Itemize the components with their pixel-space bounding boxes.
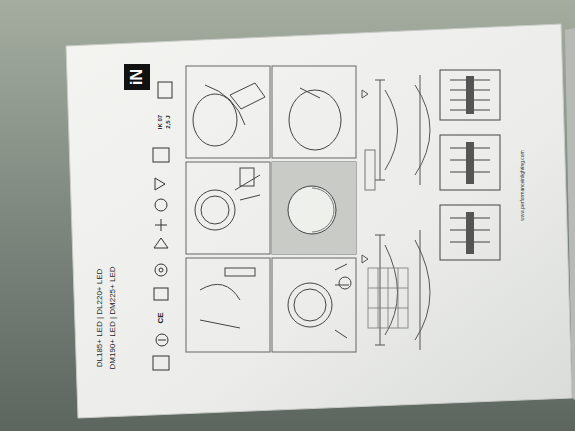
model-title: DL185+ LED | DL220+ LED (96, 269, 104, 368)
cross-sections (362, 75, 430, 350)
website-url: www.performanceinlighting.com (520, 150, 525, 221)
ceiling-panel-fill (272, 162, 356, 254)
impact-rating: IK 07 (157, 115, 163, 129)
spec-table (368, 268, 408, 328)
paper-sheet (66, 24, 572, 418)
ce-mark: CE (157, 312, 165, 323)
symbol-icons (153, 82, 172, 370)
model-title: DM190+ LED | DM225+ LED (109, 266, 117, 369)
logo-square (124, 64, 150, 90)
ceiling-cut (365, 150, 375, 190)
wiring-diagrams (440, 70, 500, 260)
panel-drawings (193, 83, 351, 338)
paper-edge-shadow (565, 28, 575, 400)
terminal-blocks (466, 76, 474, 254)
instruction-panels (186, 66, 356, 352)
logo-text: iN (129, 69, 145, 85)
impact-rating: 2,5 J (165, 115, 171, 128)
